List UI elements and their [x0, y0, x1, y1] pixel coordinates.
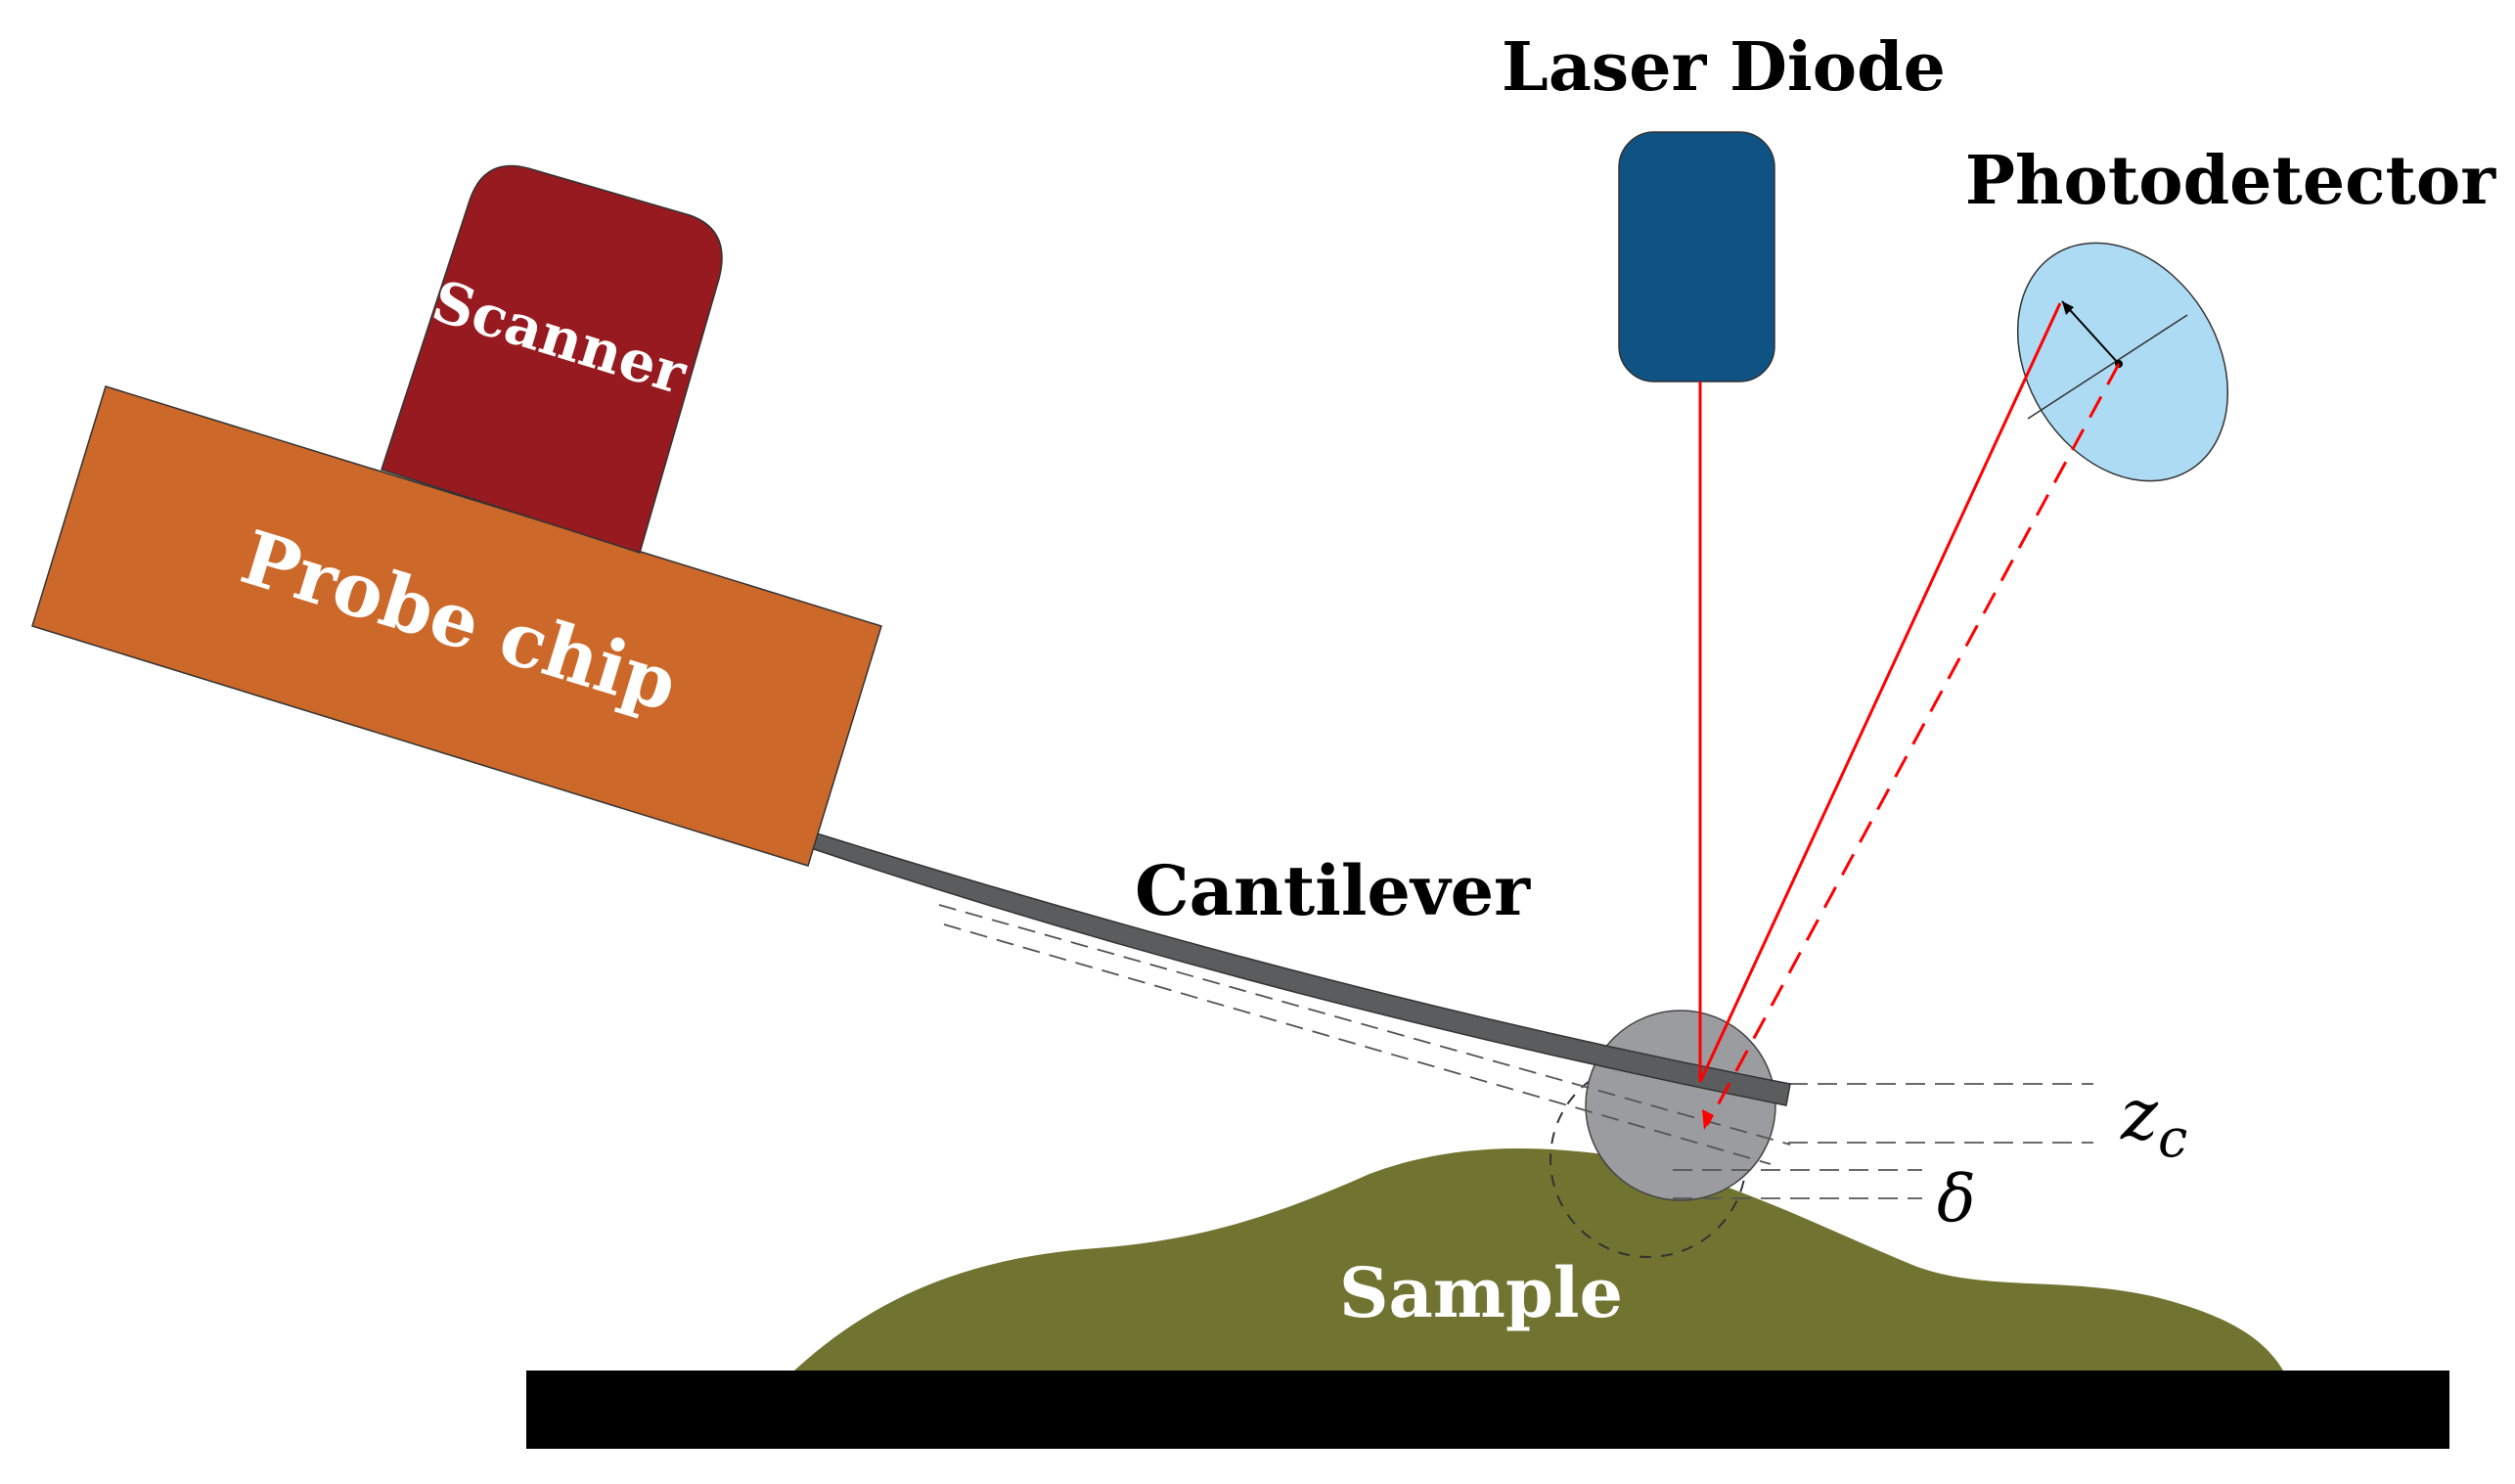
laser-diode-label: Laser Diode [1502, 28, 1946, 107]
zc-label: zc [2120, 1073, 2187, 1169]
sample-label: Sample [1339, 1252, 1623, 1333]
cantilever-label: Cantilever [1135, 850, 1531, 931]
laser-diode-block [1618, 131, 1775, 382]
substrate-base [526, 1371, 2449, 1449]
photodetector-ellipse [2016, 242, 2229, 482]
sample-mound [794, 1148, 2283, 1371]
measurement-guide-lines [1673, 1083, 2093, 1199]
photodetector-label: Photodetector [1965, 142, 2496, 220]
cantilever-beam [806, 832, 1791, 1106]
zc-symbol: z [2120, 1073, 2159, 1155]
zc-subscript: c [2158, 1107, 2187, 1169]
laser-arrowhead [1702, 1109, 1714, 1130]
cantilever-tip-sphere [1585, 1010, 1776, 1201]
laser-beam [1698, 302, 2121, 1126]
scanner-block [381, 164, 723, 554]
cantilever-undeflected-outline [938, 904, 1791, 1165]
delta-label: δ [1937, 1161, 1976, 1237]
